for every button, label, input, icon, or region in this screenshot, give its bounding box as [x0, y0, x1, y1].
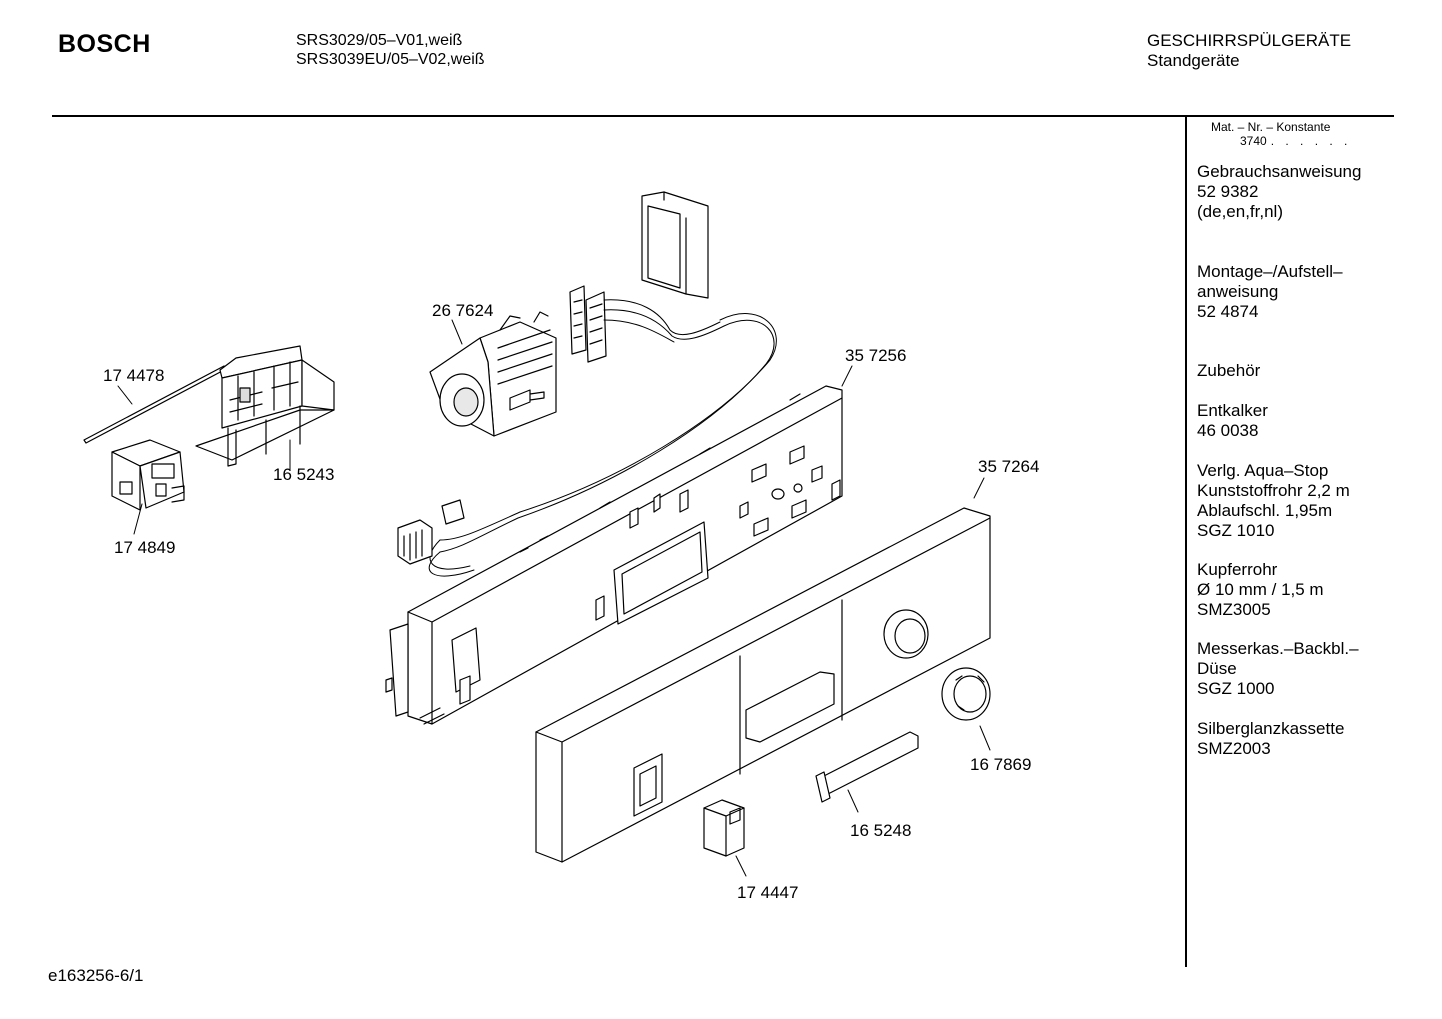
sidebar-divider [1185, 117, 1187, 967]
konstante-value: 3740 [1240, 134, 1267, 148]
sidebar-block-accessories: Zubehör [1197, 361, 1260, 381]
sidebar-line: 52 9382 [1197, 182, 1259, 201]
sidebar-block-descaler: Entkalker 46 0038 [1197, 401, 1268, 441]
callout-267624: 26 7624 [432, 301, 494, 320]
konstante-label: Mat. – Nr. – Konstante [1211, 120, 1331, 134]
programmer-motor-part [429, 311, 557, 437]
callout-174478: 17 4478 [103, 366, 165, 385]
sidebar-line: Verlg. Aqua–Stop [1197, 461, 1329, 480]
button-cap-part [703, 799, 745, 857]
callout-165243: 16 5243 [273, 465, 335, 484]
sidebar-block-copper-pipe: Kupferrohr Ø 10 mm / 1,5 m SMZ3005 [1197, 560, 1324, 620]
sidebar-line: Messerkas.–Backbl.– [1197, 639, 1359, 658]
sidebar-line: Gebrauchsanweisung [1197, 162, 1362, 181]
konstante-dots: . . . . . . [1270, 134, 1352, 148]
sidebar-line: Montage–/Aufstell– [1197, 262, 1343, 281]
switch-part [111, 439, 185, 511]
sidebar-line: SMZ3005 [1197, 600, 1271, 619]
front-fascia-part [535, 507, 991, 863]
callout-174447: 17 4447 [737, 883, 799, 902]
category-title: GESCHIRRSPÜLGERÄTE [1147, 31, 1352, 50]
sidebar-block-manual: Gebrauchsanweisung 52 9382 (de,en,fr,nl) [1197, 162, 1361, 222]
button-strip-part [815, 731, 919, 803]
sidebar-line: Düse [1197, 659, 1237, 678]
sidebar-block-aquastop: Verlg. Aqua–Stop Kunststoffrohr 2,2 m Ab… [1197, 461, 1350, 541]
plug-connector-part [397, 499, 465, 565]
callout-165248: 16 5248 [850, 821, 912, 840]
category-heading: GESCHIRRSPÜLGERÄTE Standgeräte [1147, 31, 1351, 71]
sidebar-line: SGZ 1010 [1197, 521, 1275, 540]
konstante-block: Mat. – Nr. – Konstante 3740. . . . . . [1211, 120, 1351, 148]
callout-357264: 35 7264 [978, 457, 1040, 476]
knob-part [941, 667, 991, 721]
brand-logo: BOSCH [58, 30, 151, 58]
bracket-housing-part [195, 345, 335, 467]
sidebar-line: Ø 10 mm / 1,5 m [1197, 580, 1324, 599]
sidebar-block-nozzle: Messerkas.–Backbl.– Düse SGZ 1000 [1197, 639, 1359, 699]
sidebar-line: 52 4874 [1197, 302, 1259, 321]
sidebar-block-installation: Montage–/Aufstell– anweisung 52 4874 [1197, 262, 1343, 322]
sidebar-block-silver-cassette: Silberglanzkassette SMZ2003 [1197, 719, 1344, 759]
callout-174849: 17 4849 [114, 538, 176, 557]
leader-lines [117, 319, 991, 877]
header-divider [52, 115, 1394, 117]
diagram-code: e163256-6/1 [48, 966, 144, 985]
cover-bracket-part [641, 191, 709, 299]
callout-357256: 35 7256 [845, 346, 907, 365]
sidebar-line: 46 0038 [1197, 421, 1259, 440]
sidebar-line: anweisung [1197, 282, 1279, 301]
sidebar-line: SGZ 1000 [1197, 679, 1275, 698]
sidebar-line: (de,en,fr,nl) [1197, 202, 1283, 221]
wiring-harness [428, 299, 777, 577]
model-list: SRS3029/05–V01,weiß SRS3039EU/05–V02,wei… [296, 31, 485, 69]
model-line-1: SRS3029/05–V01,weiß [296, 32, 463, 49]
callout-167869: 16 7869 [970, 755, 1032, 774]
sidebar-line: Silberglanzkassette [1197, 719, 1345, 738]
model-line-2: SRS3039EU/05–V02,weiß [296, 51, 485, 68]
control-panel-frame-part [385, 385, 843, 725]
sidebar-line: SMZ2003 [1197, 739, 1271, 758]
sidebar-line: Kupferrohr [1197, 560, 1278, 579]
category-subtitle: Standgeräte [1147, 51, 1240, 70]
exploded-parts-drawing [83, 191, 991, 877]
sidebar-line: Kunststoffrohr 2,2 m [1197, 481, 1350, 500]
sidebar-line: Zubehör [1197, 361, 1261, 380]
sidebar-line: Ablaufschl. 1,95m [1197, 501, 1333, 520]
connector-block-part [569, 285, 607, 363]
sidebar-line: Entkalker [1197, 401, 1268, 420]
